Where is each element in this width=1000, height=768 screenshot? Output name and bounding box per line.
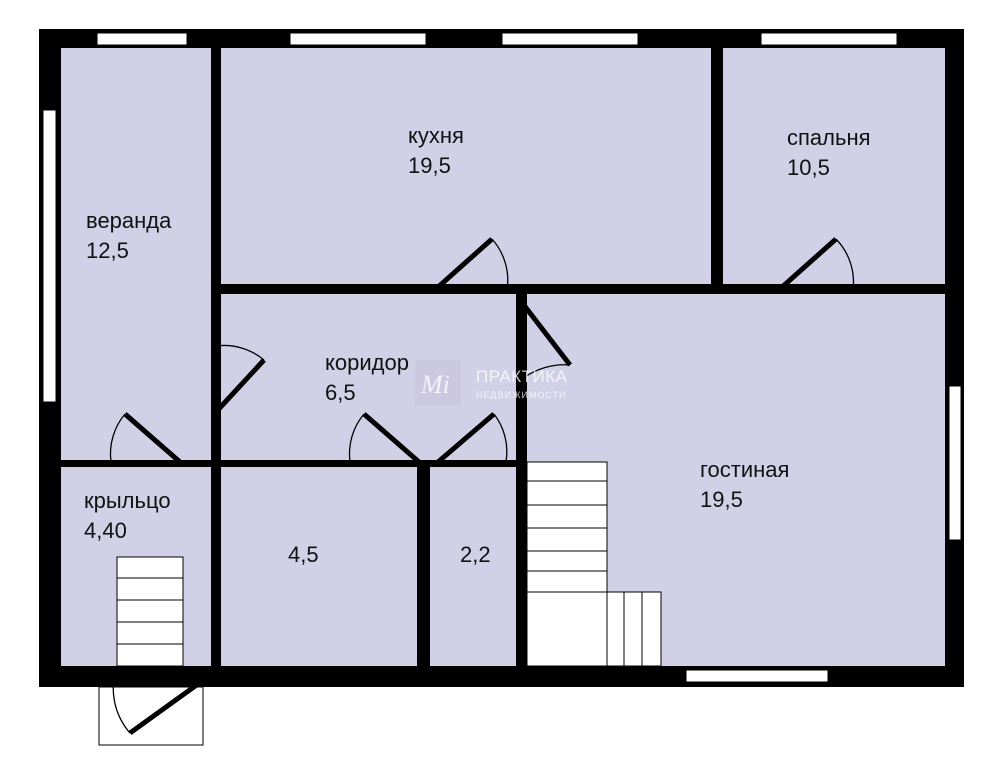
kitchen-floor xyxy=(221,48,711,284)
praktika-logo-icon xyxy=(415,360,461,406)
small-room-area: 4,5 xyxy=(288,542,319,567)
closet-floor xyxy=(430,467,516,666)
door-living xyxy=(518,298,572,367)
door-closet xyxy=(436,412,496,464)
door-bedroom xyxy=(779,237,838,290)
living-area: 19,5 xyxy=(700,487,743,512)
staircase xyxy=(526,461,662,667)
room-fills xyxy=(61,48,945,666)
window-bedroom xyxy=(760,32,898,46)
door-kitchen xyxy=(435,237,494,290)
svg-text:Mi: Mi xyxy=(420,370,450,399)
kitchen-name: кухня xyxy=(408,123,464,148)
window-living-side xyxy=(948,385,962,541)
window-kitchen-left xyxy=(289,32,427,46)
windows xyxy=(42,32,962,683)
closet-area: 2,2 xyxy=(460,542,491,567)
room-labels: веранда 12,5 кухня 19,5 спальня 10,5 кор… xyxy=(84,123,871,567)
watermark: Mi ПРАКТИКА НЕДВИЖИМОСТИ xyxy=(415,360,568,406)
veranda-area: 12,5 xyxy=(86,238,129,263)
watermark-subtitle: НЕДВИЖИМОСТИ xyxy=(476,390,567,400)
bedroom-floor xyxy=(723,48,945,284)
door-porch xyxy=(123,412,182,464)
corridor-area: 6,5 xyxy=(325,380,356,405)
watermark-title: ПРАКТИКА xyxy=(476,367,568,386)
door-entry xyxy=(128,681,200,736)
door-small-room xyxy=(362,412,421,464)
bedroom-name: спальня xyxy=(787,125,871,150)
doors xyxy=(109,237,855,464)
window-veranda-top xyxy=(96,32,188,46)
window-living-bottom xyxy=(685,669,829,683)
small-room-floor xyxy=(221,467,417,666)
window-kitchen-right xyxy=(501,32,639,46)
corridor-name: коридор xyxy=(325,350,409,375)
living-name: гостиная xyxy=(700,457,789,482)
veranda-floor xyxy=(61,48,211,460)
porch-name: крыльцо xyxy=(84,488,171,513)
porch-area: 4,40 xyxy=(84,518,127,543)
kitchen-area: 19,5 xyxy=(408,153,451,178)
bedroom-area: 10,5 xyxy=(787,155,830,180)
interior-walls xyxy=(61,48,945,666)
window-veranda-side xyxy=(42,109,57,403)
corridor-floor xyxy=(221,294,516,460)
door-veranda xyxy=(214,358,266,414)
veranda-name: веранда xyxy=(86,208,172,233)
